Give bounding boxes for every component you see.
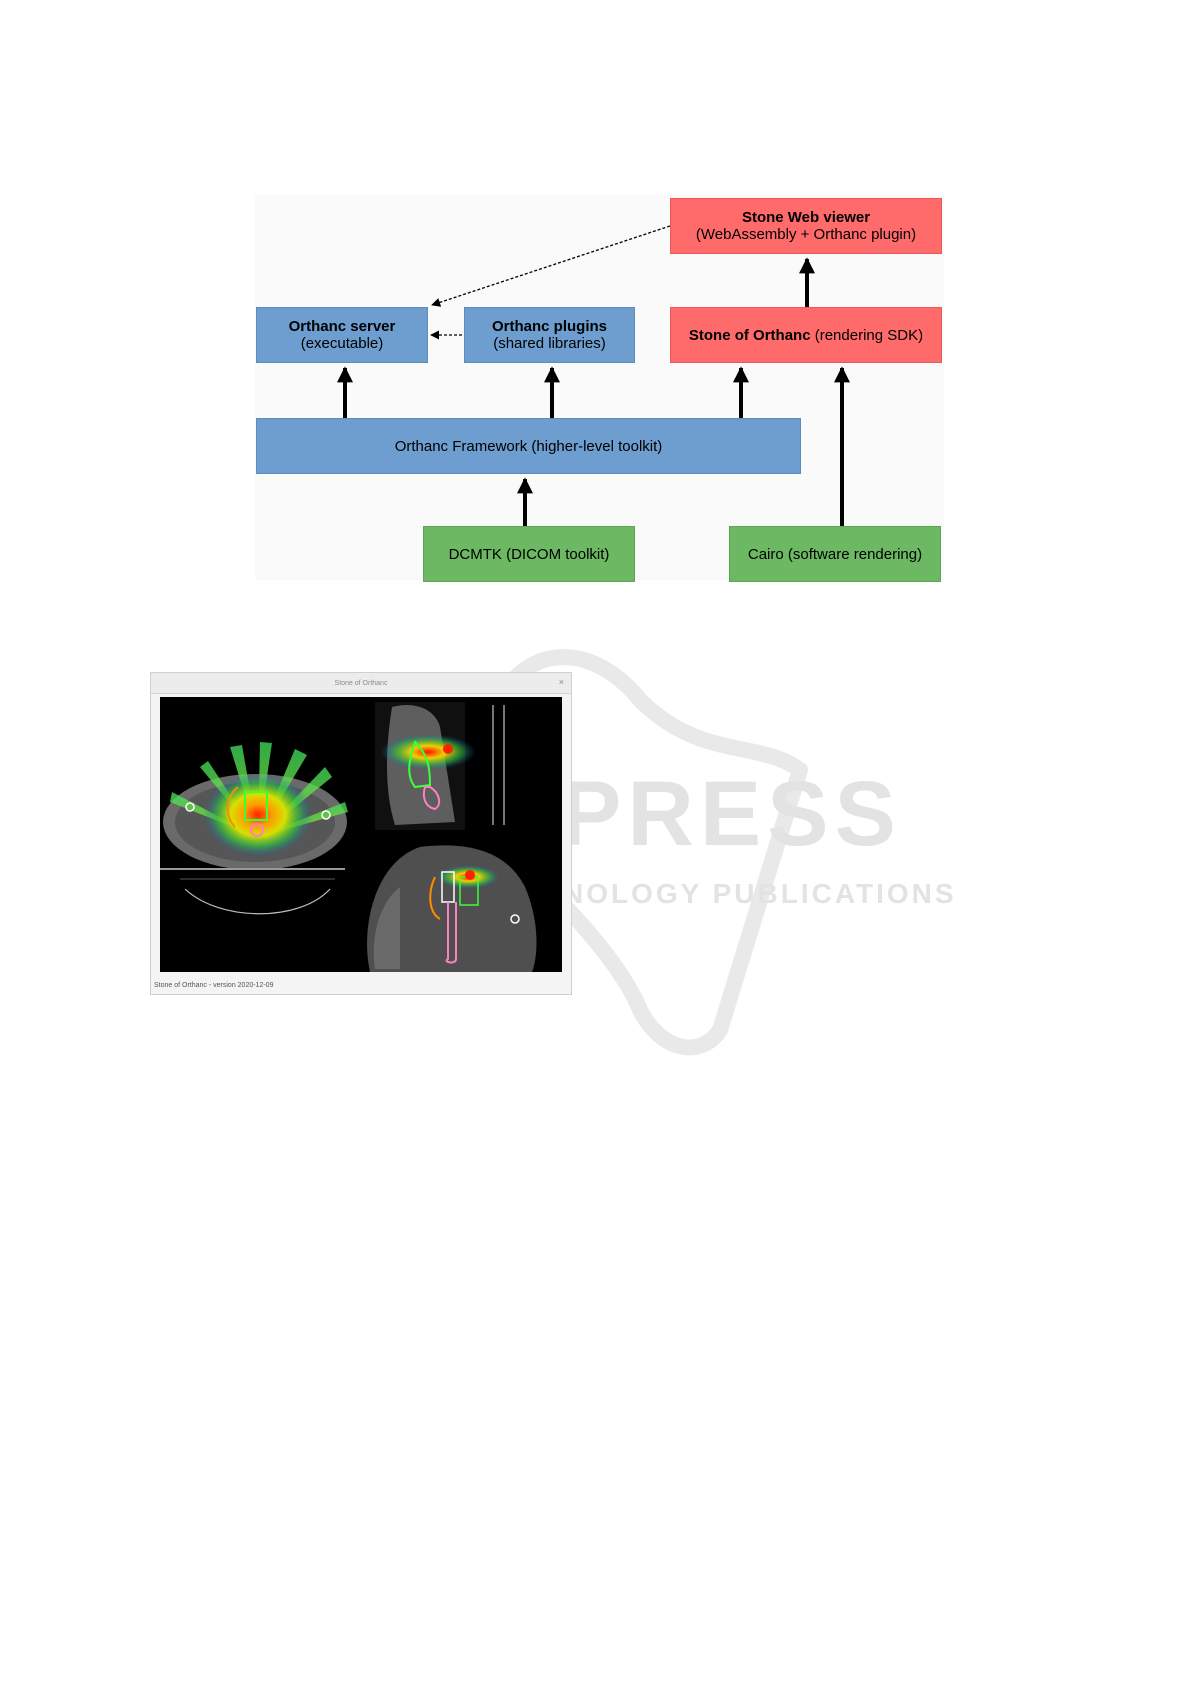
coronal-view <box>367 845 537 972</box>
stone-web-viewer-subtitle: (WebAssembly + Orthanc plugin) <box>695 226 917 243</box>
dcmtk-box: DCMTK (DICOM toolkit) <box>423 526 635 582</box>
orthanc-server-title: Orthanc server <box>288 318 396 335</box>
watermark-subtitle: NOLOGY PUBLICATIONS <box>563 878 957 909</box>
orthanc-framework-box: Orthanc Framework (higher-level toolkit) <box>256 418 801 474</box>
cairo-label: Cairo (software rendering) <box>747 545 923 563</box>
stone-of-orthanc-box: Stone of Orthanc (rendering SDK) <box>670 307 942 363</box>
stone-of-orthanc-window: Stone of Orthanc × <box>150 672 572 995</box>
close-icon[interactable]: × <box>558 677 564 687</box>
orthanc-plugins-title: Orthanc plugins <box>491 318 607 335</box>
window-status-bar: Stone of Orthanc - version 2020-12-09 <box>154 982 274 989</box>
architecture-diagram: Stone Web viewer (WebAssembly + Orthanc … <box>0 0 1191 600</box>
orthanc-server-box: Orthanc server (executable) <box>256 307 428 363</box>
watermark-word: PRESS <box>560 763 902 865</box>
image-viewport[interactable] <box>160 697 562 972</box>
orthanc-plugins-subtitle: (shared libraries) <box>493 335 606 352</box>
orthanc-plugins-box: Orthanc plugins (shared libraries) <box>464 307 635 363</box>
window-title: Stone of Orthanc <box>334 679 388 687</box>
axial-view <box>160 742 348 915</box>
sagittal-view <box>375 702 505 830</box>
stone-of-orthanc-title: Stone of Orthanc <box>688 326 811 344</box>
stone-of-orthanc-subtitle: (rendering SDK) <box>814 326 924 344</box>
ct-dose-views <box>160 702 537 972</box>
cairo-box: Cairo (software rendering) <box>729 526 941 582</box>
orthanc-framework-label: Orthanc Framework (higher-level toolkit) <box>394 437 663 455</box>
window-titlebar: Stone of Orthanc <box>151 673 571 694</box>
stone-web-viewer-title: Stone Web viewer <box>741 209 871 226</box>
stone-web-viewer-box: Stone Web viewer (WebAssembly + Orthanc … <box>670 198 942 254</box>
orthanc-server-subtitle: (executable) <box>300 335 384 352</box>
dcmtk-label: DCMTK (DICOM toolkit) <box>448 545 610 563</box>
